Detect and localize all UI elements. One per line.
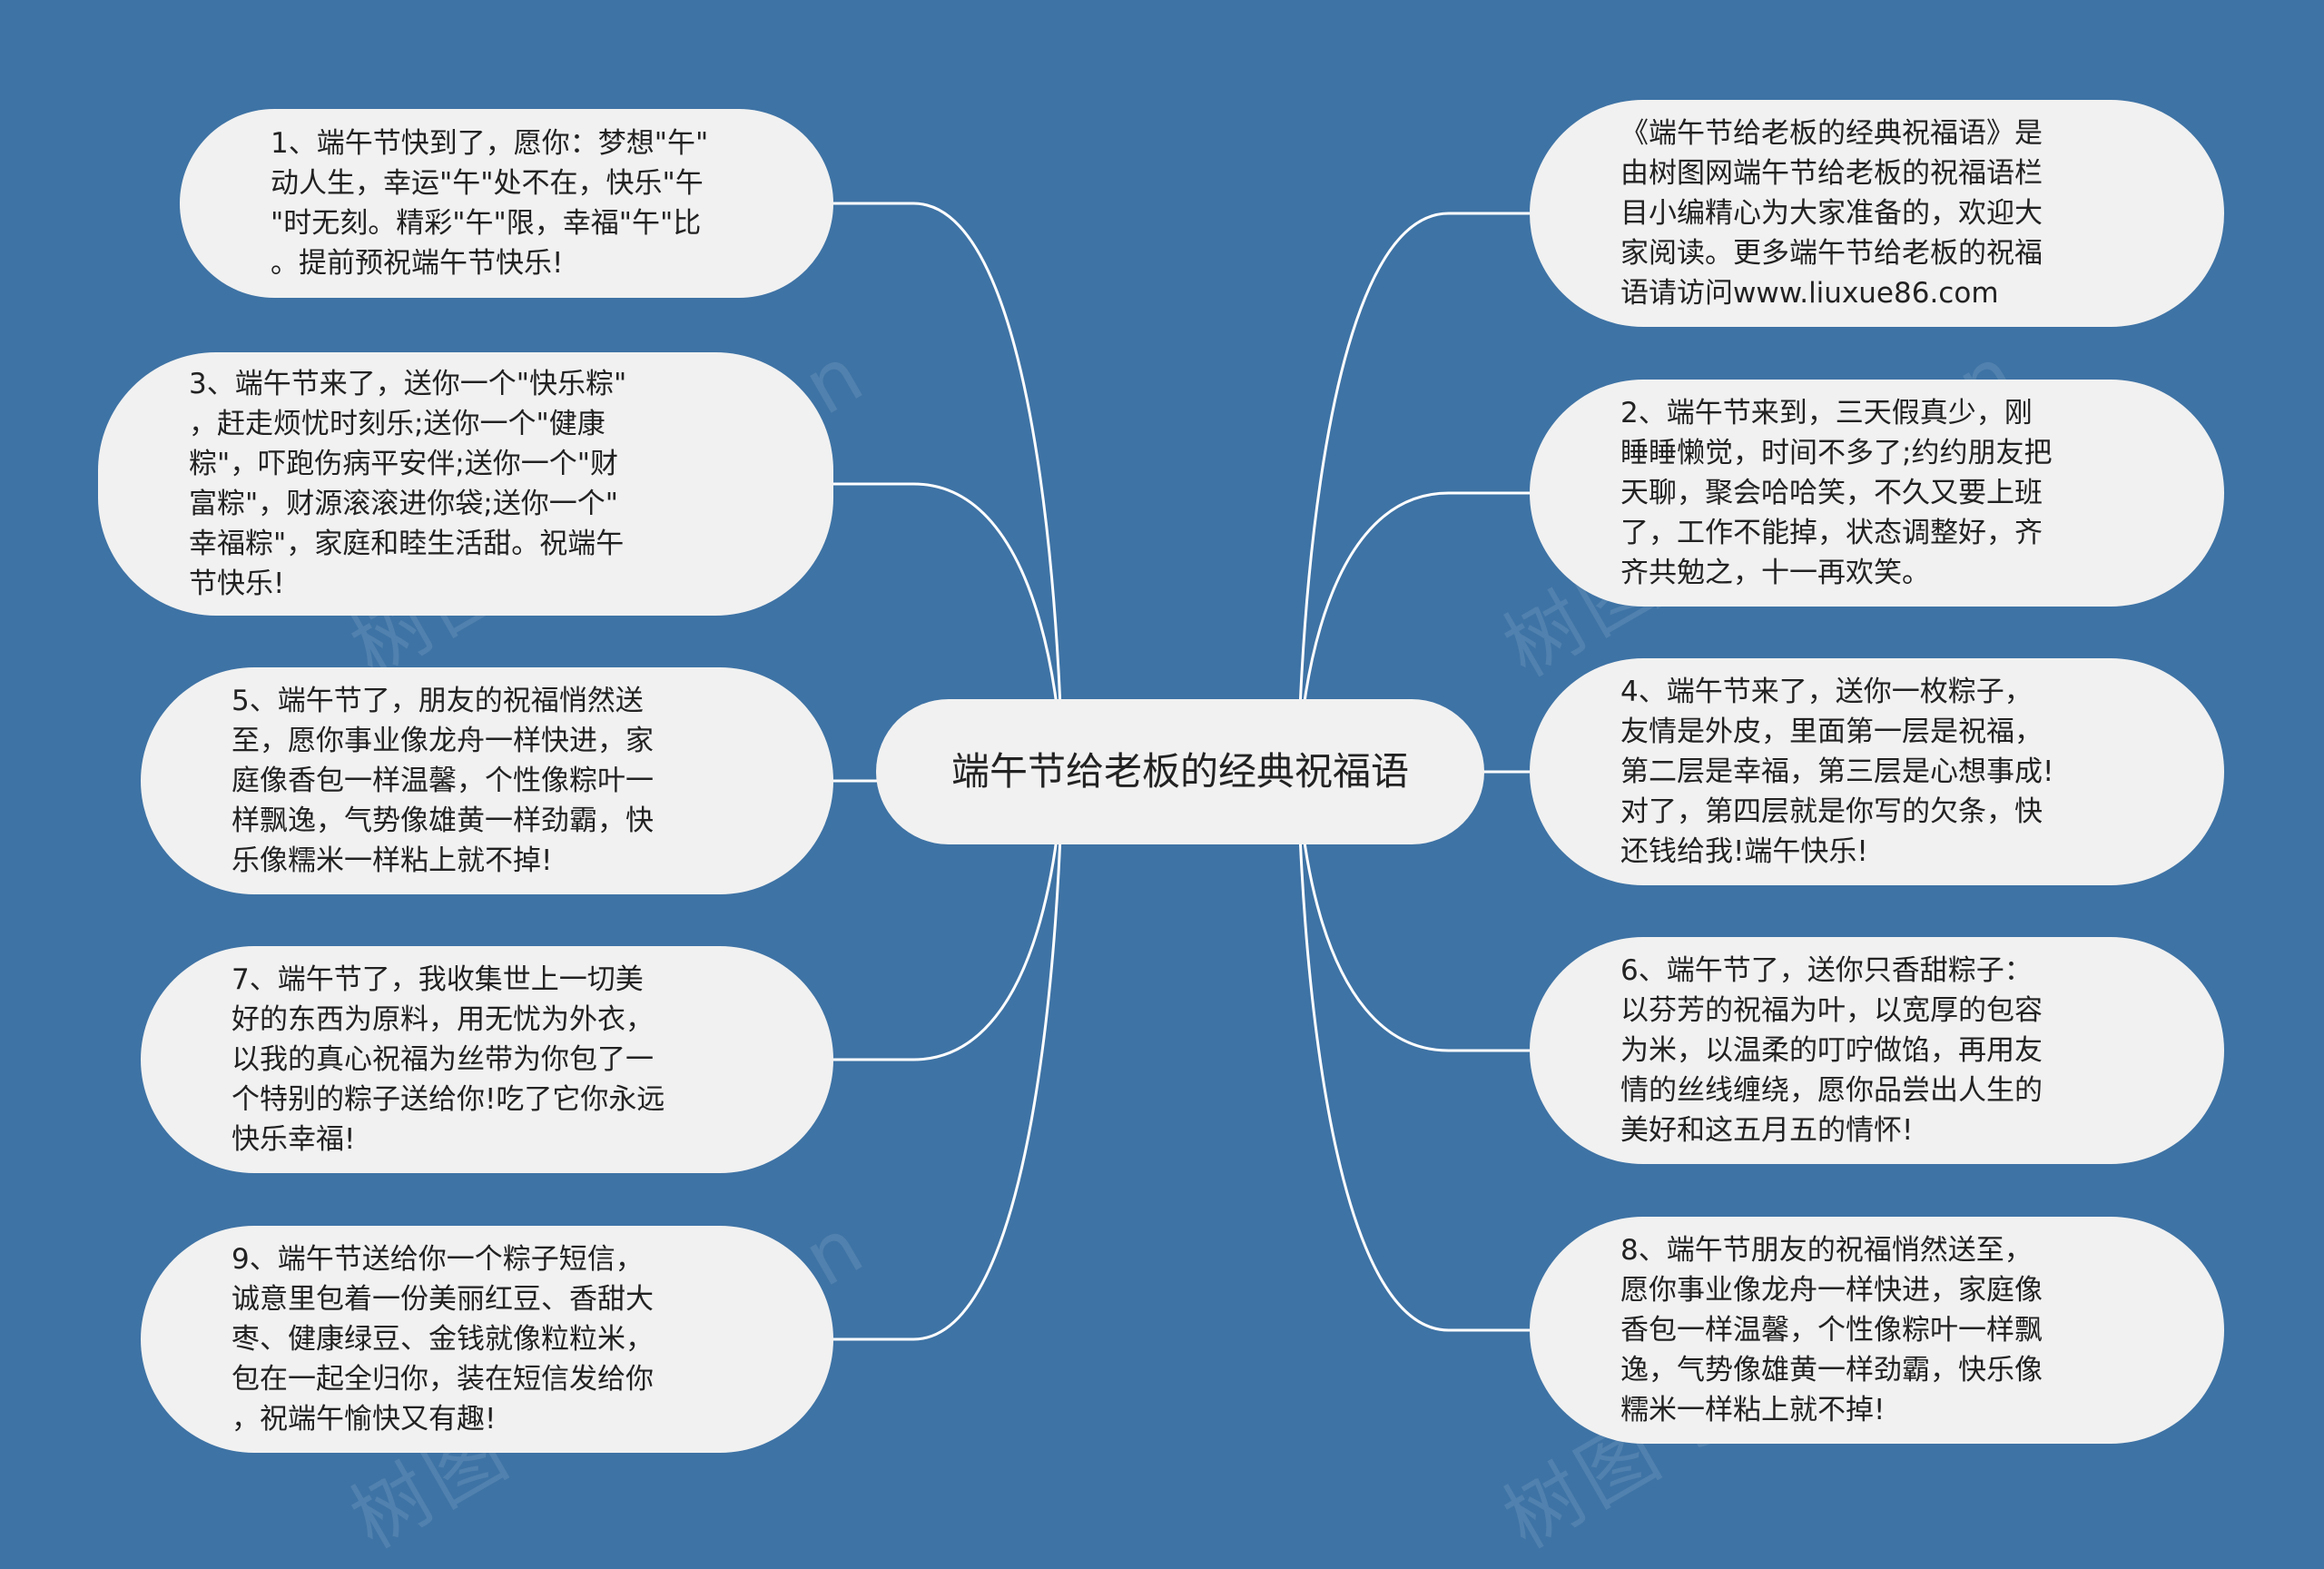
right-branch-node-5[interactable]: 8、端午节朋友的祝福悄然送至， 愿你事业像龙舟一样快进，家庭像 香包一样温馨，个… [1530, 1217, 2224, 1444]
left-branch-node-5[interactable]: 9、端午节送给你一个粽子短信， 诚意里包着一份美丽红豆、香甜大 枣、健康绿豆、金… [141, 1226, 833, 1453]
right-branch-node-1[interactable]: 《端午节给老板的经典祝福语》是 由树图网端午节给老板的祝福语栏 目小编精心为大家… [1530, 100, 2224, 327]
branch-text: 9、端午节送给你一个粽子短信， 诚意里包着一份美丽红豆、香甜大 枣、健康绿豆、金… [231, 1243, 654, 1436]
branch-text: 7、端午节了，我收集世上一切美 好的东西为原料，用无忧为外衣， 以我的真心祝福为… [231, 963, 665, 1156]
connector-line-left-5 [833, 771, 1064, 1341]
right-branch-node-2[interactable]: 2、端午节来到，三天假真少，刚 睡睡懒觉，时间不多了;约约朋友把 天聊，聚会哈哈… [1530, 380, 2224, 607]
center-topic-node[interactable]: 端午节给老板的经典祝福语 [876, 699, 1484, 844]
branch-text: 1、端午节快到了，愿你：梦想"午" 动人生，幸运"午"处不在，快乐"午 "时无刻… [271, 127, 709, 280]
left-branch-node-1[interactable]: 1、端午节快到了，愿你：梦想"午" 动人生，幸运"午"处不在，快乐"午 "时无刻… [180, 109, 833, 298]
branch-text: 《端午节给老板的经典祝福语》是 由树图网端午节给老板的祝福语栏 目小编精心为大家… [1620, 117, 2043, 310]
left-branch-node-3[interactable]: 5、端午节了，朋友的祝福悄然送 至，愿你事业像龙舟一样快进，家 庭像香包一样温馨… [141, 667, 833, 894]
left-branch-node-2[interactable]: 3、端午节来了，送你一个"快乐粽" ，赶走烦忧时刻乐;送你一个"健康 粽"，吓跑… [98, 352, 833, 616]
branch-text: 6、端午节了，送你只香甜粽子： 以芬芳的祝福为叶，以宽厚的包容 为米，以温柔的叮… [1620, 954, 2043, 1147]
center-topic-title: 端午节给老板的经典祝福语 [950, 749, 1409, 794]
branch-text: 8、端午节朋友的祝福悄然送至， 愿你事业像龙舟一样快进，家庭像 香包一样温馨，个… [1620, 1234, 2043, 1426]
right-branch-node-3[interactable]: 4、端午节来了，送你一枚粽子， 友情是外皮，里面第一层是祝福， 第二层是幸福，第… [1530, 658, 2224, 885]
branch-text: 4、端午节来了，送你一枚粽子， 友情是外皮，里面第一层是祝福， 第二层是幸福，第… [1620, 676, 2054, 868]
branch-text: 3、端午节来了，送你一个"快乐粽" ，赶走烦忧时刻乐;送你一个"健康 粽"，吓跑… [189, 368, 627, 600]
left-branch-node-4[interactable]: 7、端午节了，我收集世上一切美 好的东西为原料，用无忧为外衣， 以我的真心祝福为… [141, 946, 833, 1173]
branch-text: 5、端午节了，朋友的祝福悄然送 至，愿你事业像龙舟一样快进，家 庭像香包一样温馨… [231, 685, 654, 877]
connector-line-left-1 [833, 202, 1064, 773]
branch-text: 2、端午节来到，三天假真少，刚 睡睡懒觉，时间不多了;约约朋友把 天聊，聚会哈哈… [1620, 397, 2053, 589]
right-branch-node-4[interactable]: 6、端午节了，送你只香甜粽子： 以芬芳的祝福为叶，以宽厚的包容 为米，以温柔的叮… [1530, 937, 2224, 1164]
